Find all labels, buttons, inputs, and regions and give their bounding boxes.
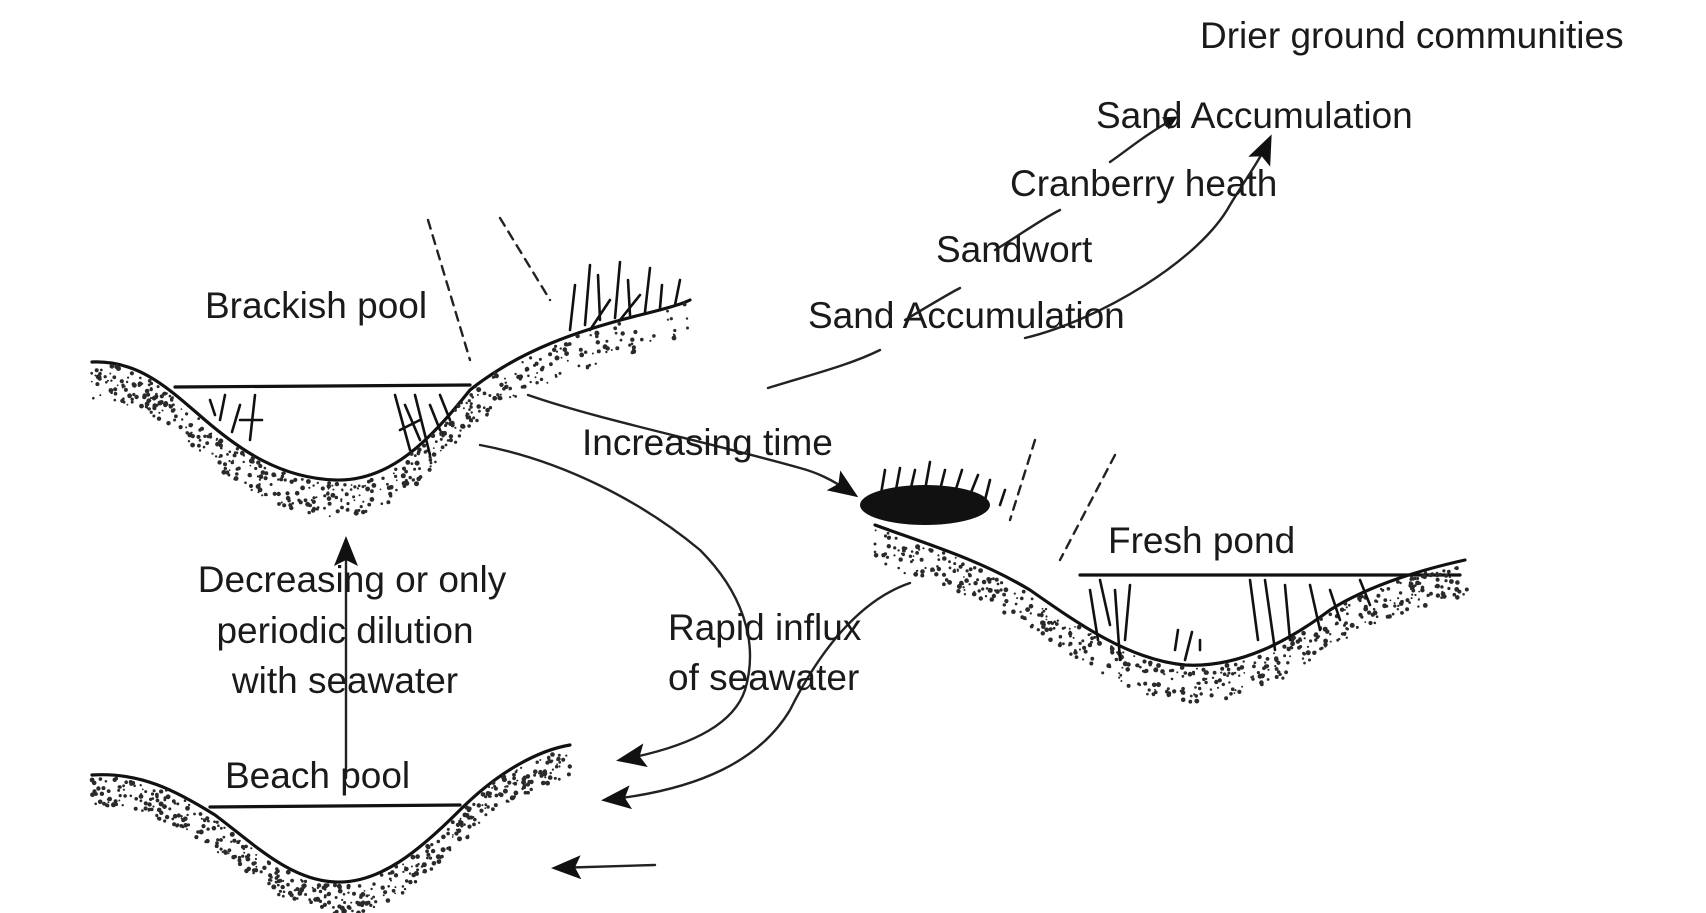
arrow-succession-top-left <box>1108 116 1178 164</box>
label-decreasing-line2: periodic dilution <box>216 610 473 651</box>
label-rapid-influx-line1: Rapid influx <box>668 607 862 648</box>
brackish-left-plants <box>208 393 264 442</box>
label-rapid-influx-line2: of seawater <box>668 657 859 698</box>
label-decreasing-line1: Decreasing or only <box>198 559 507 600</box>
label-decreasing-line3: with seawater <box>231 660 458 701</box>
arrow-succession-sandwort <box>903 286 962 322</box>
label-fresh-pond: Fresh pond <box>1108 520 1295 561</box>
beach-sand-stipple <box>89 752 572 913</box>
label-brackish-pool: Brackish pool <box>205 285 427 326</box>
label-increasing-time: Increasing time <box>582 422 833 463</box>
brackish-right-plants <box>393 393 452 457</box>
brackish-sand-stipple <box>90 302 689 518</box>
brackish-pool-basin <box>90 216 692 518</box>
label-drier-ground: Drier ground communities <box>1200 15 1624 56</box>
arrow-succession-lower <box>766 348 882 390</box>
fresh-dense-clump <box>860 460 1007 525</box>
brackish-dash-2 <box>498 216 552 302</box>
label-sandwort: Sandwort <box>936 229 1093 270</box>
label-beach-pool: Beach pool <box>225 755 410 796</box>
fresh-sand-stipple <box>873 529 1469 704</box>
arrow-brackish-to-fresh <box>526 393 859 498</box>
arrow-succession-top-right <box>1023 134 1272 340</box>
label-sand-accumulation-lower: Sand Accumulation <box>808 295 1125 336</box>
brackish-dash-1 <box>426 218 472 362</box>
arrow-bottom-to-beach <box>551 855 657 880</box>
fresh-pond-basin <box>860 438 1469 704</box>
arrow-brackish-influx <box>478 443 752 767</box>
label-sand-accumulation-top: Sand Accumulation <box>1096 95 1413 136</box>
fresh-dash-2 <box>1058 453 1117 562</box>
arrow-fresh-influx <box>601 581 912 810</box>
beach-pool-basin <box>89 743 572 913</box>
arrow-succession-cranberry <box>993 208 1062 252</box>
label-cranberry-heath: Cranberry heath <box>1010 163 1277 204</box>
fresh-dash-1 <box>1008 438 1037 522</box>
fresh-pond-plants <box>1088 578 1372 662</box>
brackish-grass-tuft <box>568 260 682 332</box>
